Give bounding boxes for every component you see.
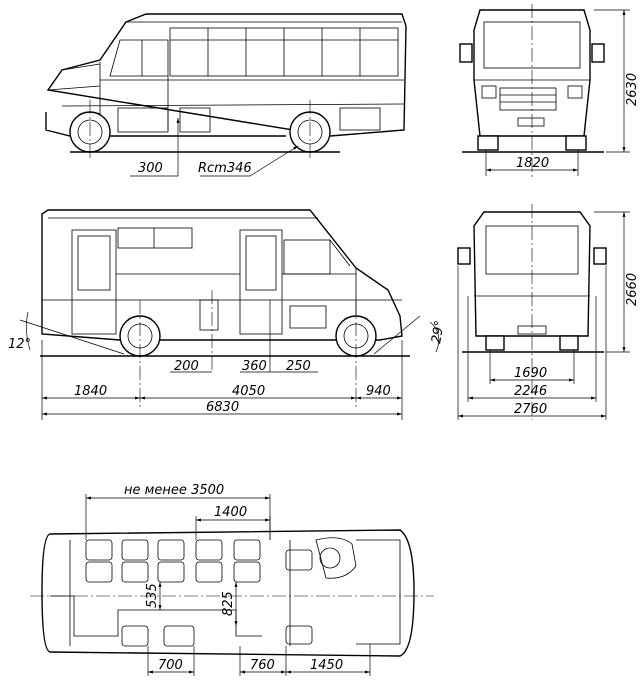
dim-825-label: 825 [221,591,236,616]
ground-clearance-label: 300 [138,161,163,176]
plan-view [30,494,434,676]
min-length-label: не менее 3500 [124,483,224,498]
dim-200-label: 200 [174,359,199,374]
front-overhang-label: 1840 [74,384,107,399]
dim-700-label: 700 [158,658,183,673]
dim-535-label: 535 [145,583,160,608]
dim-1400-label: 1400 [214,505,247,520]
rear-width-label: 2760 [514,402,547,417]
front-view [459,4,630,180]
dim-1690-label: 1690 [514,366,547,381]
turning-radius-label: Rcm346 [198,161,252,176]
track-width-label: 1820 [516,156,549,171]
front-height-label: 2630 [625,73,640,106]
rear-overhang-label: 940 [366,384,391,399]
dim-360-label: 360 [242,359,267,374]
departure-angle-label: 29° [429,319,448,344]
length-label: 6830 [206,400,239,415]
side-view-middle [19,209,440,420]
dim-250-label: 250 [286,359,311,374]
rear-height-label: 2660 [625,273,640,306]
approach-angle-label: 12° [8,337,31,352]
side-view-top [45,13,407,177]
rear-view [457,204,630,420]
dim-1450-label: 1450 [310,658,343,673]
dim-760-label: 760 [250,658,275,673]
wheelbase-label: 4050 [232,384,265,399]
dim-2246-label: 2246 [514,384,547,399]
